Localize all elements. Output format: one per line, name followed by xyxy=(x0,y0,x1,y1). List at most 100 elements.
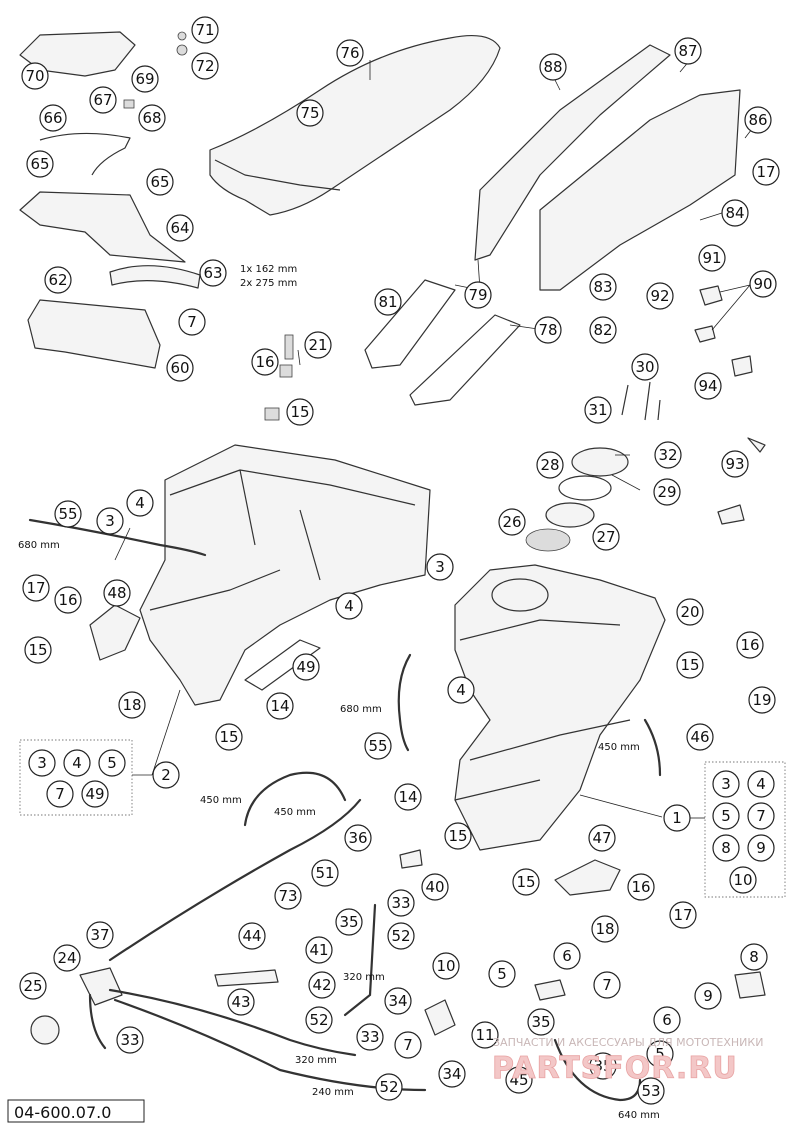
callout-circle xyxy=(674,37,702,65)
callout-number: 73 xyxy=(278,887,297,905)
callout-number: 78 xyxy=(538,321,557,339)
callout: 78 xyxy=(534,316,562,344)
callout-circle xyxy=(637,1077,665,1105)
callout-number: 52 xyxy=(309,1011,328,1029)
callout: 5 xyxy=(646,1040,674,1068)
callout-circle xyxy=(26,150,54,178)
callout-number: 3 xyxy=(37,754,47,772)
group-box-2 xyxy=(19,739,133,816)
callout-circle xyxy=(292,653,320,681)
part-43-fitting xyxy=(214,969,279,987)
callout: 17 xyxy=(22,574,50,602)
callout-number: 37 xyxy=(90,926,109,944)
callout-number: 30 xyxy=(635,358,654,376)
callout: 17 xyxy=(669,901,697,929)
part-27-cap xyxy=(545,502,595,528)
callout-number: 16 xyxy=(740,636,759,654)
callout-circle xyxy=(86,921,114,949)
callout-circle xyxy=(103,579,131,607)
callout-circle xyxy=(166,214,194,242)
callout: 52 xyxy=(387,922,415,950)
callout-circle xyxy=(308,971,336,999)
dim-680-mid: 680 mm xyxy=(340,704,382,715)
callout-number: 88 xyxy=(543,58,562,76)
callout-circle xyxy=(19,972,47,1000)
callout: 24 xyxy=(53,944,81,972)
callout: 35 xyxy=(589,1052,617,1080)
callout-number: 49 xyxy=(296,658,315,676)
callout-number: 8 xyxy=(721,839,731,857)
callout: 15 xyxy=(24,636,52,664)
callout-number: 92 xyxy=(650,287,669,305)
callout: 33 xyxy=(116,1026,144,1054)
callout-number: 82 xyxy=(593,321,612,339)
callout-number: 66 xyxy=(43,109,62,127)
callout-number: 81 xyxy=(378,293,397,311)
callout-number: 17 xyxy=(26,579,45,597)
callout: 87 xyxy=(674,37,702,65)
part-1-right-tank xyxy=(454,564,666,851)
callout: 15 xyxy=(215,723,243,751)
callout: 8 xyxy=(740,943,768,971)
callout-number: 35 xyxy=(593,1057,612,1075)
callout-circle xyxy=(356,1023,384,1051)
callout-circle xyxy=(749,270,777,298)
callout-circle xyxy=(539,53,567,81)
part-64-headlight-mask xyxy=(19,191,186,263)
callout-circle xyxy=(669,901,697,929)
hose-55-mid xyxy=(397,653,412,752)
callout-circle xyxy=(736,631,764,659)
doc-number: 04-600.07.0 xyxy=(14,1103,111,1122)
callout: 93 xyxy=(721,450,749,478)
callout-circle xyxy=(712,834,740,862)
callout-number: 35 xyxy=(531,1013,550,1031)
callout-circle xyxy=(227,988,255,1016)
callout-number: 84 xyxy=(725,204,744,222)
callout-circle xyxy=(744,106,772,134)
callout: 7 xyxy=(178,308,206,336)
callout: 83 xyxy=(589,273,617,301)
callout-number: 27 xyxy=(596,528,615,546)
callout: 60 xyxy=(166,354,194,382)
callout-number: 15 xyxy=(680,656,699,674)
callout-number: 15 xyxy=(516,873,535,891)
callout-number: 25 xyxy=(23,977,42,995)
callout-number: 40 xyxy=(425,878,444,896)
callout-number: 15 xyxy=(219,728,238,746)
callout-circle xyxy=(387,922,415,950)
part-75-seat-base xyxy=(214,159,341,191)
callout: 75 xyxy=(296,99,324,127)
callout: 55 xyxy=(54,500,82,528)
callout-number: 4 xyxy=(756,775,766,793)
callout-number: 49 xyxy=(85,785,104,803)
hose-320-a xyxy=(108,988,357,1057)
callout-number: 86 xyxy=(748,111,767,129)
callout: 62 xyxy=(44,266,72,294)
callout-number: 32 xyxy=(658,446,677,464)
callout-circle xyxy=(663,804,691,832)
callout-number: 71 xyxy=(195,21,214,39)
callout-circle xyxy=(488,960,516,988)
callout-number: 15 xyxy=(28,641,47,659)
callout-number: 93 xyxy=(725,455,744,473)
callout-circle xyxy=(512,868,540,896)
callout-circle xyxy=(438,1060,466,1088)
dim-450-left: 450 mm xyxy=(200,795,242,806)
callout: 94 xyxy=(694,372,722,400)
callout-circle xyxy=(654,441,682,469)
callout-circle xyxy=(447,676,475,704)
part-71-screw xyxy=(177,31,187,41)
callout: 52 xyxy=(375,1073,403,1101)
callout-number: 18 xyxy=(595,920,614,938)
callout-number: 16 xyxy=(631,878,650,896)
callout-circle xyxy=(631,353,659,381)
callout-circle xyxy=(712,802,740,830)
callout-circle xyxy=(646,1040,674,1068)
callout-circle xyxy=(336,39,364,67)
callout-circle xyxy=(63,749,91,777)
dim-680-left: 680 mm xyxy=(18,540,60,551)
callout-number: 52 xyxy=(379,1078,398,1096)
part-30-screws xyxy=(621,381,661,421)
callout-circle xyxy=(375,1073,403,1101)
callout: 82 xyxy=(589,316,617,344)
